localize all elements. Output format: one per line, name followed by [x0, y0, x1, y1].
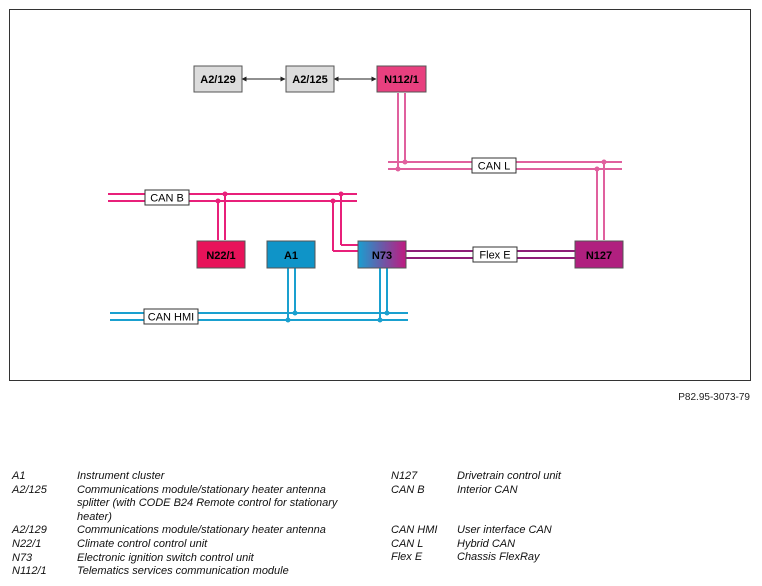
- legend-item-flex-e: Flex E Chassis FlexRay: [391, 551, 540, 564]
- svg-text:N127: N127: [586, 250, 612, 262]
- bus-label-can-b: CAN B: [144, 189, 190, 206]
- figure-reference: P82.95-3073-79: [678, 392, 750, 403]
- legend-right: N127 Drivetrain control unit CAN B Inter…: [391, 470, 751, 565]
- svg-text:A2/129: A2/129: [200, 74, 235, 86]
- legend-spacer: [391, 497, 751, 524]
- svg-text:N22/1: N22/1: [206, 250, 235, 262]
- legend-item-n22-1: N22/1 Climate control control unit: [12, 537, 208, 550]
- node-a2-129: A2/129: [193, 65, 243, 93]
- svg-text:CAN L: CAN L: [478, 161, 510, 173]
- svg-text:CAN B: CAN B: [150, 193, 184, 205]
- svg-text:N112/1: N112/1: [384, 74, 419, 86]
- legend-item-n127: N127 Drivetrain control unit: [391, 470, 561, 482]
- svg-text:A2/125: A2/125: [292, 74, 327, 86]
- diagram-frame: [9, 9, 751, 381]
- bus-label-can-hmi: CAN HMI: [143, 308, 199, 325]
- legend-left: A1 Instrument cluster A2/125 Communicati…: [12, 470, 372, 579]
- node-a1: A1: [266, 240, 316, 269]
- node-n73: N73: [357, 240, 407, 269]
- bus-label-can-l: CAN L: [471, 157, 517, 174]
- can-hmi-junctions: [285, 310, 390, 323]
- node-a2-125: A2/125: [285, 65, 335, 93]
- legend-item-n73: N73 Electronic ignition switch control u…: [12, 551, 254, 564]
- legend-item-can-hmi: CAN HMI User interface CAN: [391, 524, 552, 537]
- bus-label-flex-e: Flex E: [472, 246, 518, 263]
- svg-text:CAN HMI: CAN HMI: [148, 312, 194, 324]
- legend-item-a2-129: A2/129 Communications module/stationary …: [12, 524, 326, 537]
- svg-text:A1: A1: [284, 250, 298, 262]
- svg-text:N73: N73: [372, 250, 392, 262]
- legend-item-can-b: CAN B Interior CAN: [391, 483, 518, 496]
- node-n22-1: N22/1: [196, 240, 246, 269]
- legend-item-a2-125: A2/125 Communications module/stationary …: [12, 483, 338, 523]
- can-l-junctions: [395, 159, 607, 172]
- can-b-junctions: [215, 191, 344, 204]
- legend-item-n112-1: N112/1 Telematics services communication…: [12, 565, 289, 578]
- node-n127: N127: [574, 240, 624, 269]
- node-n112-1: N112/1: [376, 65, 427, 93]
- legend-item-a1: A1 Instrument cluster: [12, 470, 165, 482]
- svg-text:Flex E: Flex E: [479, 250, 510, 262]
- legend-item-can-l: CAN L Hybrid CAN: [391, 537, 516, 550]
